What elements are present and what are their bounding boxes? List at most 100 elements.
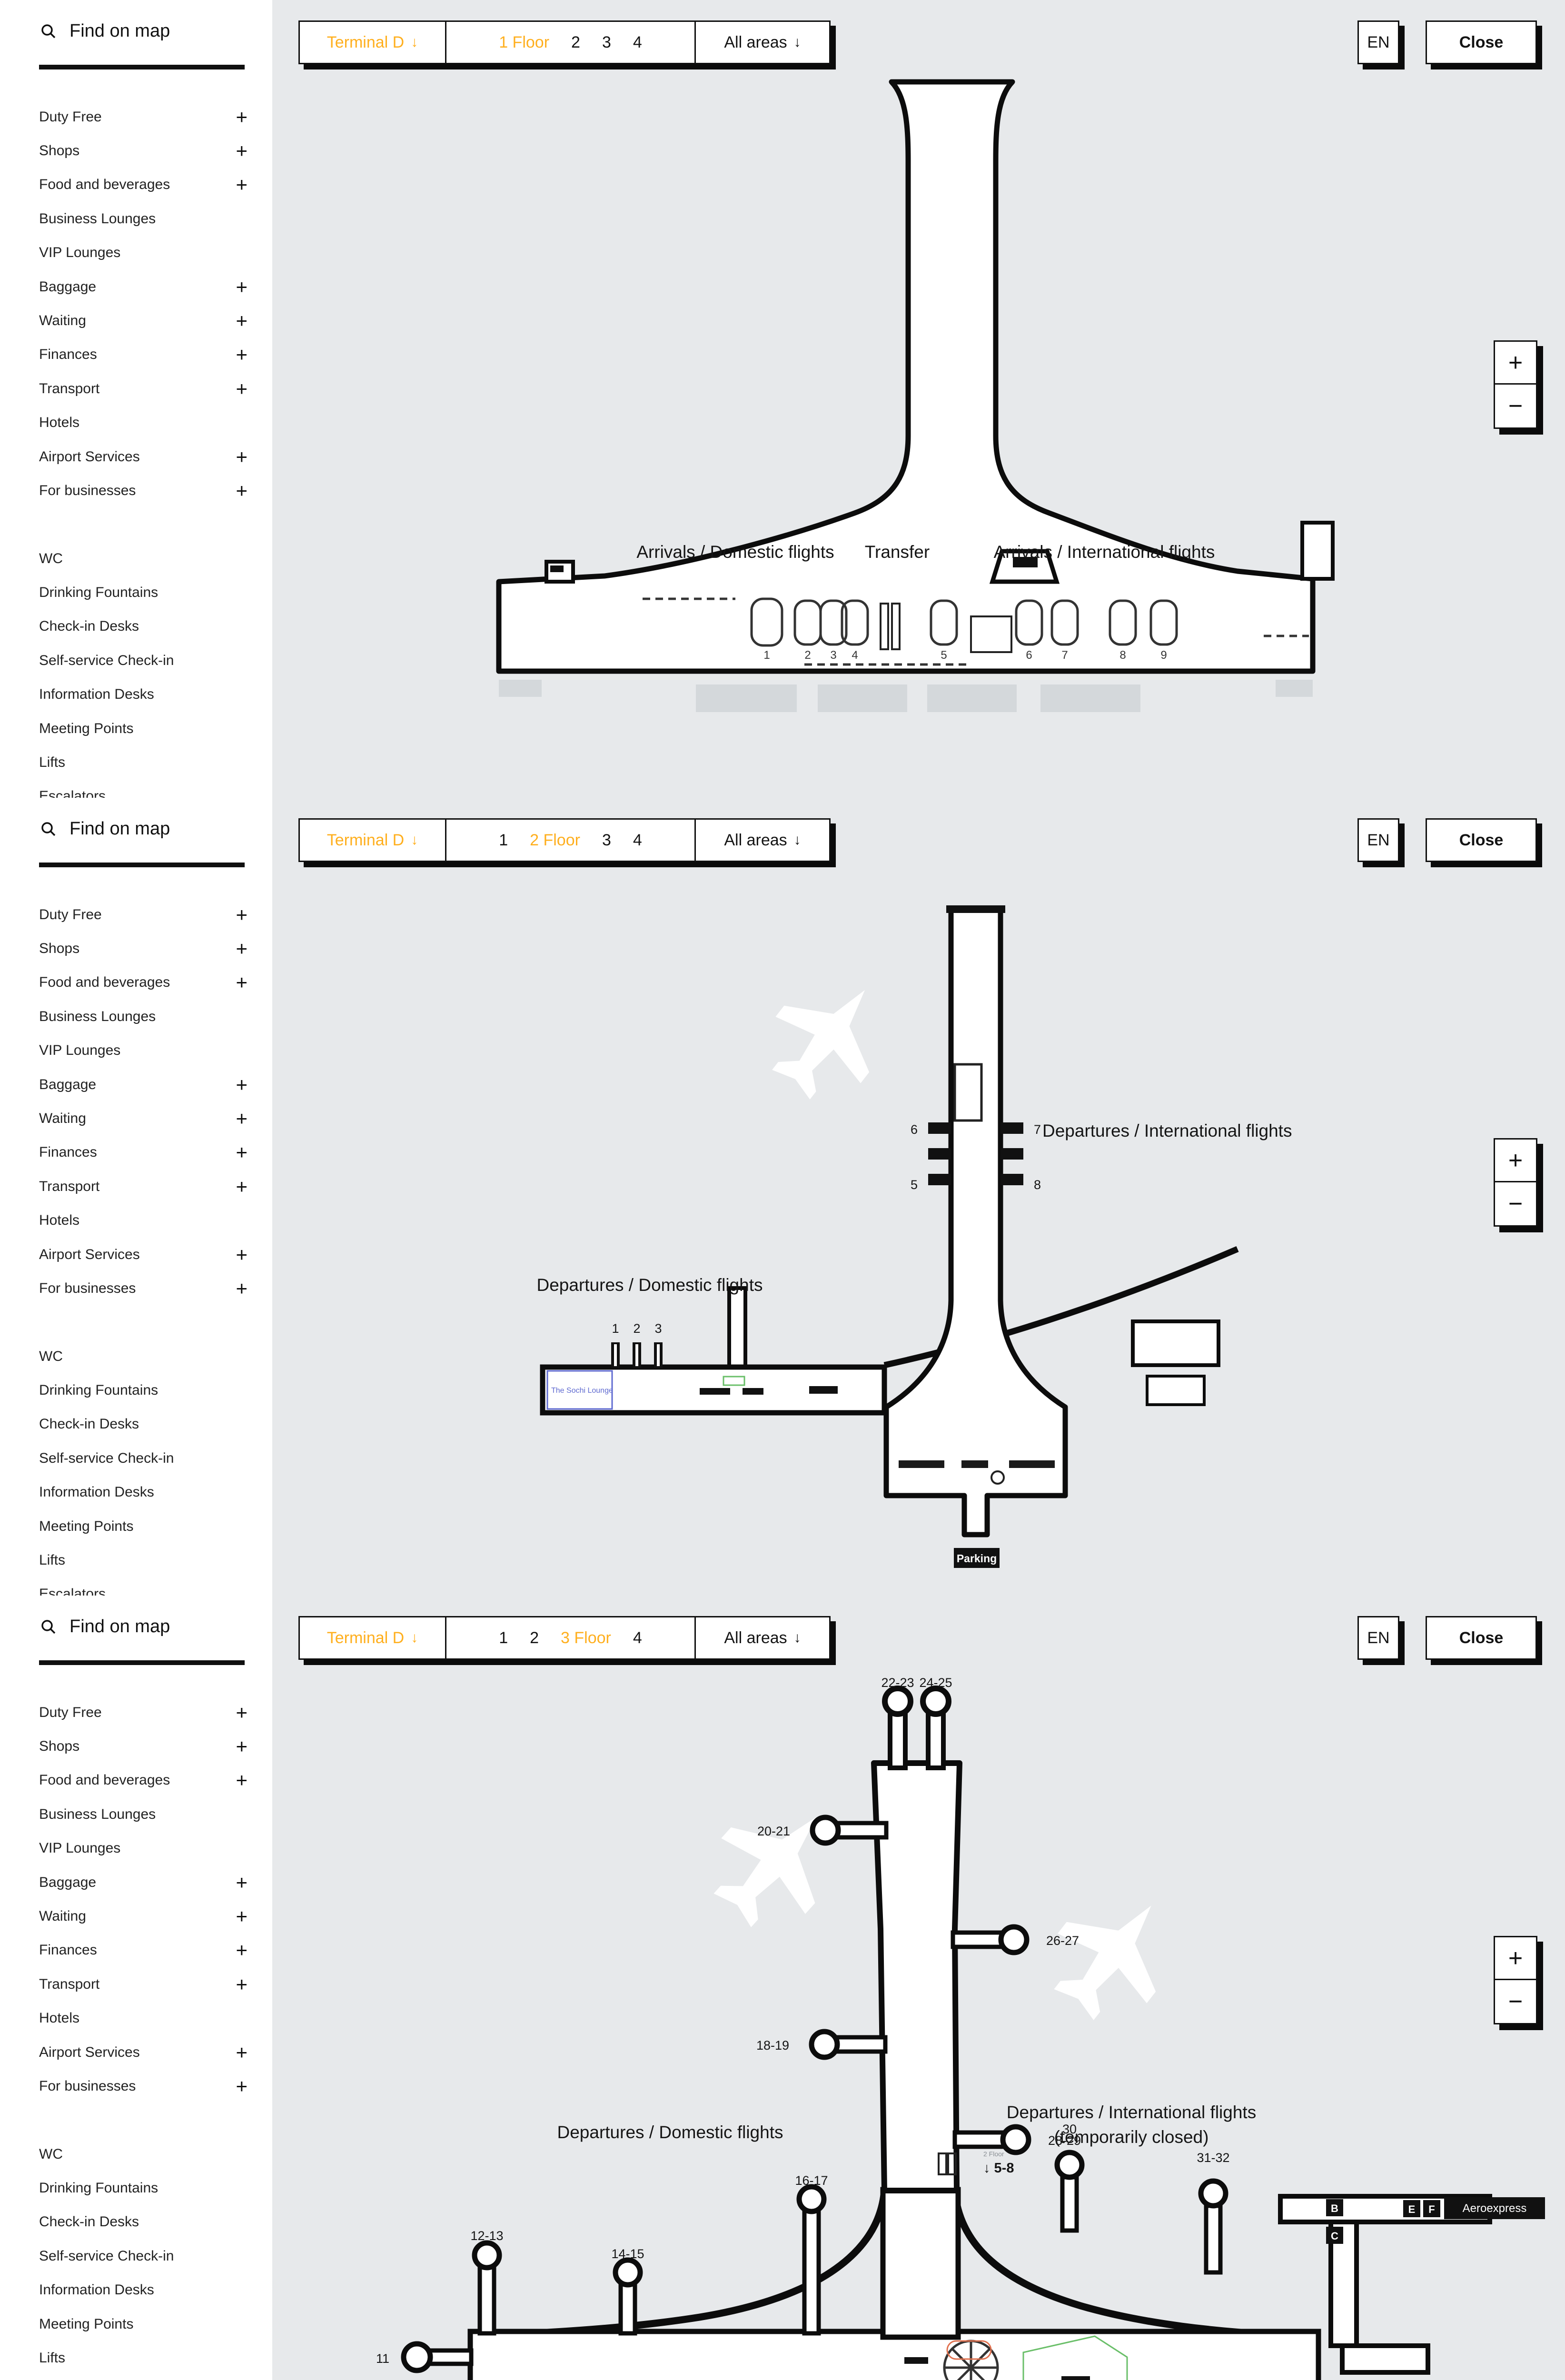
expand-plus-icon[interactable]: +	[236, 105, 248, 128]
floor-tab-1-active[interactable]: 1 Floor	[499, 33, 550, 51]
sidebar-item-self-service-check-in[interactable]: Self-service Check-in	[39, 2239, 248, 2273]
sidebar-item-hotels[interactable]: Hotels	[39, 1204, 248, 1238]
expand-plus-icon[interactable]: +	[236, 479, 248, 502]
sidebar-item-transport[interactable]: Transport+	[39, 1967, 248, 2001]
sidebar-item-vip-lounges[interactable]: VIP Lounges	[39, 236, 248, 270]
expand-plus-icon[interactable]: +	[236, 1735, 248, 1758]
expand-plus-icon[interactable]: +	[236, 1107, 248, 1130]
sidebar-item-wc[interactable]: WC	[39, 542, 248, 575]
sidebar-item-lifts[interactable]: Lifts	[39, 745, 248, 779]
sidebar-item-wc[interactable]: WC	[39, 2137, 248, 2171]
expand-plus-icon[interactable]: +	[236, 1769, 248, 1792]
sidebar-item-meeting-points[interactable]: Meeting Points	[39, 1509, 248, 1543]
sidebar-item-duty-free[interactable]: Duty Free+	[39, 898, 248, 932]
sidebar-item-business-lounges[interactable]: Business Lounges	[39, 1797, 248, 1831]
floor-1-map[interactable]: 1 2 3 4 5 6 7 8 9 Arrivals / Domestic f	[0, 0, 1565, 798]
zoom-in-button[interactable]: +	[1495, 1937, 1536, 1980]
sidebar-item-lifts[interactable]: Lifts	[39, 2341, 248, 2375]
close-button[interactable]: Close	[1426, 20, 1537, 64]
sidebar-item-drinking-fountains[interactable]: Drinking Fountains	[39, 2171, 248, 2205]
expand-plus-icon[interactable]: +	[236, 173, 248, 196]
sidebar-item-for-businesses[interactable]: For businesses+	[39, 1271, 248, 1305]
floor-tab-3-active[interactable]: 3 Floor	[561, 1628, 611, 1647]
floor-tab-4[interactable]: 4	[633, 33, 642, 51]
floor-2-map[interactable]: 6 7 5 8 1 2 3 The Sochi Lounge	[0, 798, 1565, 1596]
floor-tab-4[interactable]: 4	[633, 1628, 642, 1647]
sidebar-item-check-in-desks[interactable]: Check-in Desks	[39, 610, 248, 644]
find-on-map-search[interactable]: Find on map	[40, 1616, 170, 1637]
expand-plus-icon[interactable]: +	[236, 1243, 248, 1266]
expand-plus-icon[interactable]: +	[236, 2041, 248, 2063]
sidebar-item-self-service-check-in[interactable]: Self-service Check-in	[39, 644, 248, 677]
sidebar-item-meeting-points[interactable]: Meeting Points	[39, 2307, 248, 2341]
sidebar-item-check-in-desks[interactable]: Check-in Desks	[39, 1408, 248, 1441]
expand-plus-icon[interactable]: +	[236, 1701, 248, 1724]
sidebar-item-vip-lounges[interactable]: VIP Lounges	[39, 1034, 248, 1068]
sidebar-item-meeting-points[interactable]: Meeting Points	[39, 712, 248, 745]
zoom-in-button[interactable]: +	[1495, 342, 1536, 385]
expand-plus-icon[interactable]: +	[236, 1939, 248, 1962]
zoom-out-button[interactable]: −	[1508, 392, 1523, 420]
sidebar-item-airport-services[interactable]: Airport Services+	[39, 440, 248, 474]
sidebar-item-business-lounges[interactable]: Business Lounges	[39, 1000, 248, 1033]
sidebar-item-finances[interactable]: Finances+	[39, 1136, 248, 1170]
sidebar-item-shops[interactable]: Shops+	[39, 932, 248, 965]
expand-plus-icon[interactable]: +	[236, 377, 248, 400]
floor-tab-3[interactable]: 3	[602, 33, 611, 51]
expand-plus-icon[interactable]: +	[236, 1277, 248, 1299]
sidebar-item-information-desks[interactable]: Information Desks	[39, 678, 248, 712]
sidebar-item-food-and-beverages[interactable]: Food and beverages+	[39, 1764, 248, 1797]
sidebar-item-waiting[interactable]: Waiting+	[39, 304, 248, 337]
areas-selector[interactable]: All areas ↓	[696, 820, 829, 861]
close-button[interactable]: Close	[1426, 818, 1537, 862]
find-on-map-search[interactable]: Find on map	[40, 21, 170, 41]
sidebar-item-vip-lounges[interactable]: VIP Lounges	[39, 1832, 248, 1865]
sidebar-item-for-businesses[interactable]: For businesses+	[39, 2069, 248, 2103]
expand-plus-icon[interactable]: +	[236, 903, 248, 926]
terminal-selector[interactable]: Terminal D ↓	[300, 1617, 446, 1658]
expand-plus-icon[interactable]: +	[236, 1175, 248, 1198]
sidebar-item-waiting[interactable]: Waiting+	[39, 1101, 248, 1135]
sidebar-item-escalators[interactable]: Escalators	[39, 1577, 248, 1596]
areas-selector[interactable]: All areas ↓	[696, 1617, 829, 1658]
sidebar-item-for-businesses[interactable]: For businesses+	[39, 474, 248, 507]
sidebar-item-business-lounges[interactable]: Business Lounges	[39, 202, 248, 236]
zoom-in-button[interactable]: +	[1495, 1140, 1536, 1182]
terminal-selector[interactable]: Terminal D ↓	[300, 820, 446, 861]
sidebar-item-airport-services[interactable]: Airport Services+	[39, 1238, 248, 1271]
sidebar-item-drinking-fountains[interactable]: Drinking Fountains	[39, 575, 248, 609]
sidebar-item-information-desks[interactable]: Information Desks	[39, 1476, 248, 1509]
sidebar-item-duty-free[interactable]: Duty Free+	[39, 100, 248, 134]
expand-plus-icon[interactable]: +	[236, 343, 248, 366]
sidebar-item-drinking-fountains[interactable]: Drinking Fountains	[39, 1373, 248, 1407]
sidebar-item-shops[interactable]: Shops+	[39, 1729, 248, 1763]
language-button[interactable]: EN	[1357, 818, 1399, 862]
sidebar-item-self-service-check-in[interactable]: Self-service Check-in	[39, 1441, 248, 1475]
sidebar-item-lifts[interactable]: Lifts	[39, 1543, 248, 1577]
floor-tab-2-active[interactable]: 2 Floor	[530, 831, 580, 849]
sidebar-item-transport[interactable]: Transport+	[39, 372, 248, 406]
terminal-selector[interactable]: Terminal D ↓	[300, 22, 446, 63]
sidebar-item-information-desks[interactable]: Information Desks	[39, 2273, 248, 2307]
floor-tab-1[interactable]: 1	[499, 831, 508, 849]
expand-plus-icon[interactable]: +	[236, 937, 248, 960]
floor-tab-4[interactable]: 4	[633, 831, 642, 849]
expand-plus-icon[interactable]: +	[236, 1141, 248, 1164]
find-on-map-search[interactable]: Find on map	[40, 819, 170, 839]
expand-plus-icon[interactable]: +	[236, 309, 248, 332]
sidebar-item-check-in-desks[interactable]: Check-in Desks	[39, 2205, 248, 2239]
floor-tab-3[interactable]: 3	[602, 831, 611, 849]
floor-tab-2[interactable]: 2	[530, 1628, 539, 1647]
sidebar-item-shops[interactable]: Shops+	[39, 134, 248, 168]
sidebar-item-hotels[interactable]: Hotels	[39, 2002, 248, 2035]
language-button[interactable]: EN	[1357, 1616, 1399, 1660]
expand-plus-icon[interactable]: +	[236, 2074, 248, 2097]
expand-plus-icon[interactable]: +	[236, 1073, 248, 1096]
sidebar-item-baggage[interactable]: Baggage+	[39, 1068, 248, 1101]
sidebar-item-airport-services[interactable]: Airport Services+	[39, 2035, 248, 2069]
floor-tab-1[interactable]: 1	[499, 1628, 508, 1647]
sidebar-item-finances[interactable]: Finances+	[39, 338, 248, 372]
expand-plus-icon[interactable]: +	[236, 971, 248, 994]
zoom-out-button[interactable]: −	[1508, 1988, 1523, 2015]
expand-plus-icon[interactable]: +	[236, 1905, 248, 1928]
